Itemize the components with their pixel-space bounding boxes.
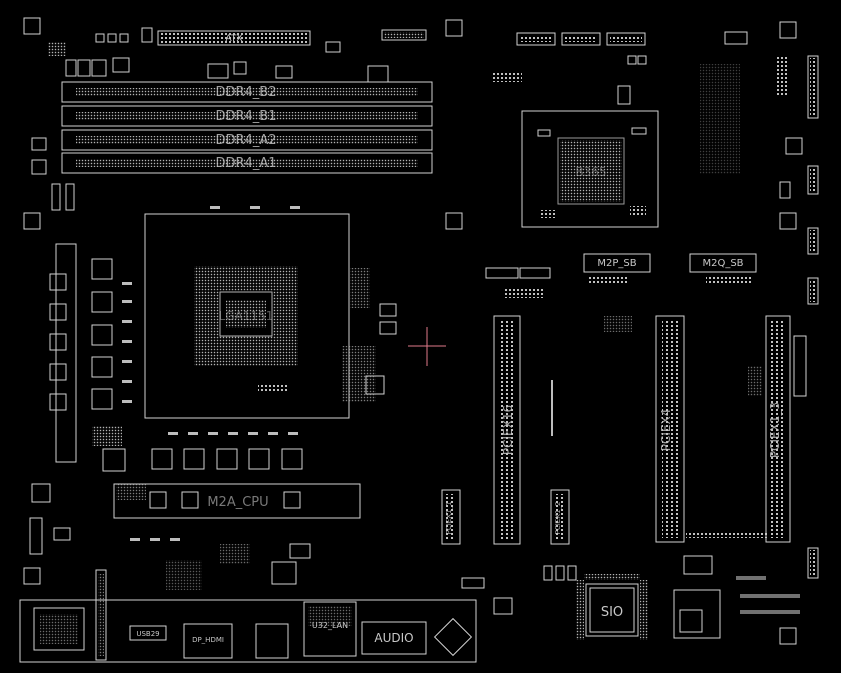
ddr-a1-label: DDR4_A1 [216,156,277,171]
back-io-area [19,569,477,663]
crosshair-cursor [408,327,446,366]
usb29-label: USB29 [136,630,159,638]
pciex4-label: PCIEX4 [659,409,673,452]
dp-hdmi-label: DP_HDMI [192,636,224,644]
m2-cpu-slot: M2A_CPU [113,483,361,519]
chipset-label: B365 [575,165,606,179]
ddr-slot-a1: DDR4_A1 [61,152,433,174]
cpu-socket-label: LGA1151 [219,309,274,323]
pciex16-label: PCIEX16 [501,405,515,455]
ddr-b1-label: DDR4_B1 [215,109,276,124]
atx-connector: ATX [157,30,311,46]
ddr-a2-label: DDR4_A2 [216,133,277,148]
pciex4-slot: PCIEX4 [655,315,768,543]
chipset-pch: B365 [521,110,659,228]
m2q-label: M2Q_SB [702,258,743,269]
audio-label: AUDIO [374,631,413,645]
pciex16-slot: PCIEX16 [493,315,521,545]
ddr-slot-b1: DDR4_B1 [61,105,433,127]
ddr-slot-a2: DDR4_A2 [61,129,433,151]
sio-label: SIO [601,605,623,620]
m2a-label: M2A_CPU [207,495,268,510]
ddr-slot-b2: DDR4_B2 [61,81,433,103]
m2-labels: M2P_SB M2Q_SB [485,253,757,298]
pciex1-2-label: PCIEX1_2 [554,502,562,535]
pciex1-1-slot: PCIEX1_1 [441,489,461,545]
pciex1-3-label: PCIEX1_3 [768,402,782,458]
pciex1-2-slot: PCIEX1_2 [550,489,570,545]
sio-chip: SIO [576,574,648,640]
top-headers [492,31,748,105]
atx-label: ATX [225,34,242,44]
ddr-b2-label: DDR4_B2 [215,85,276,100]
m2p-label: M2P_SB [597,258,636,269]
pciex1-3-slot: PCIEX1_3 [765,315,791,543]
vrm-caps [122,206,300,541]
cpu-socket: LGA1151 [144,213,350,419]
mounting-holes [23,17,797,645]
top-left-components [31,27,427,211]
right-edge-headers [776,55,819,579]
lower-right-components [461,335,807,639]
pciex1-1-label: PCIEX1_1 [445,502,453,535]
